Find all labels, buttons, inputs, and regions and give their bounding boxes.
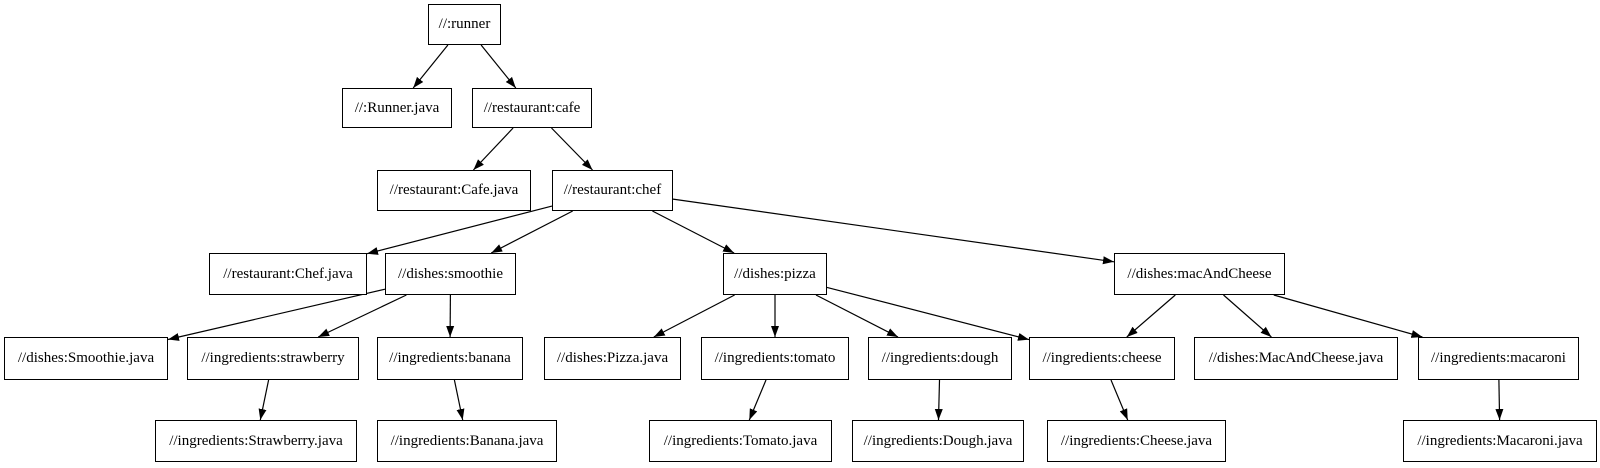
edge-macaroni-to-macaroni-java bbox=[1495, 379, 1504, 421]
node-label: //dishes:MacAndCheese.java bbox=[1208, 350, 1384, 366]
graph-node-tomato: //ingredients:tomato bbox=[701, 337, 849, 380]
node-label: //ingredients:banana bbox=[389, 350, 511, 366]
edge-chef-to-smoothie bbox=[490, 210, 573, 254]
graph-node-banana-java: //ingredients:Banana.java bbox=[377, 420, 557, 462]
graph-node-smoothie: //dishes:smoothie bbox=[385, 253, 516, 295]
graph-node-smoothie-java: //dishes:Smoothie.java bbox=[4, 337, 168, 380]
node-label: //ingredients:tomato bbox=[714, 350, 836, 366]
edge-strawberry-to-strawberry-java bbox=[258, 379, 270, 421]
graph-node-tomato-java: //ingredients:Tomato.java bbox=[649, 420, 832, 462]
graph-node-pizza-java: //dishes:Pizza.java bbox=[544, 337, 681, 380]
node-label: //ingredients:Macaroni.java bbox=[1417, 432, 1583, 449]
node-label: //ingredients:dough bbox=[881, 350, 999, 366]
graph-node-macaroni: //ingredients:macaroni bbox=[1418, 337, 1579, 380]
edge-smoothie-to-strawberry bbox=[317, 294, 407, 338]
graph-node-macaroni-java: //ingredients:Macaroni.java bbox=[1403, 420, 1597, 462]
edge-smoothie-to-smoothie-java bbox=[167, 288, 386, 341]
edge-macandcheese-to-macaroni bbox=[1273, 294, 1423, 338]
node-label: //ingredients:cheese bbox=[1042, 350, 1162, 366]
node-label: //dishes:Smoothie.java bbox=[17, 350, 155, 366]
edge-runner-to-runner-java bbox=[412, 44, 449, 89]
edge-macandcheese-to-cheese bbox=[1126, 294, 1176, 338]
graph-node-pizza: //dishes:pizza bbox=[723, 253, 827, 295]
graph-node-dough-java: //ingredients:Dough.java bbox=[852, 420, 1024, 462]
node-label: //ingredients:Cheese.java bbox=[1060, 432, 1213, 449]
edge-cheese-to-cheese-java bbox=[1110, 379, 1129, 421]
edge-chef-to-macandcheese bbox=[672, 198, 1115, 265]
edge-runner-to-cafe bbox=[480, 44, 517, 89]
node-label: //ingredients:Dough.java bbox=[863, 432, 1013, 449]
node-label: //dishes:Pizza.java bbox=[556, 350, 669, 366]
graph-node-dough: //ingredients:dough bbox=[868, 337, 1012, 380]
node-label: //dishes:pizza bbox=[734, 265, 816, 282]
edge-cafe-to-cafe-java bbox=[472, 127, 514, 171]
edge-banana-to-banana-java bbox=[453, 379, 465, 421]
graph-node-cheese-java: //ingredients:Cheese.java bbox=[1047, 420, 1226, 462]
graph-node-chef-java: //restaurant:Chef.java bbox=[209, 253, 367, 295]
graph-node-runner-java: //:Runner.java bbox=[342, 88, 452, 128]
edge-cafe-to-chef bbox=[551, 127, 593, 171]
graph-node-chef: //restaurant:chef bbox=[552, 170, 673, 211]
graph-node-cheese: //ingredients:cheese bbox=[1029, 337, 1175, 380]
graph-node-runner: //:runner bbox=[428, 4, 501, 45]
node-label: //dishes:macAndCheese bbox=[1127, 265, 1272, 282]
edge-dough-to-dough-java bbox=[934, 379, 943, 421]
edge-pizza-to-cheese bbox=[826, 286, 1030, 341]
graph-node-cafe: //restaurant:cafe bbox=[472, 88, 592, 128]
node-label: //ingredients:Strawberry.java bbox=[169, 432, 343, 449]
graph-node-macandcheese-java: //dishes:MacAndCheese.java bbox=[1194, 337, 1398, 380]
edge-pizza-to-dough bbox=[815, 294, 899, 338]
node-label: //ingredients:macaroni bbox=[1431, 350, 1566, 366]
edge-tomato-to-tomato-java bbox=[748, 379, 767, 421]
node-label: //:Runner.java bbox=[354, 99, 440, 116]
node-label: //restaurant:chef bbox=[563, 182, 662, 198]
graph-node-banana: //ingredients:banana bbox=[377, 337, 523, 380]
edge-macandcheese-to-macandcheese-java bbox=[1223, 294, 1272, 338]
graph-node-macandcheese: //dishes:macAndCheese bbox=[1114, 253, 1285, 295]
edge-pizza-to-pizza-java bbox=[653, 294, 735, 338]
node-label: //restaurant:cafe bbox=[483, 99, 581, 116]
edge-group bbox=[167, 44, 1504, 421]
graph-node-cafe-java: //restaurant:Cafe.java bbox=[377, 170, 531, 211]
node-label: //restaurant:Cafe.java bbox=[389, 182, 519, 198]
graph-node-strawberry-java: //ingredients:Strawberry.java bbox=[155, 420, 357, 462]
node-label: //restaurant:Chef.java bbox=[223, 265, 353, 282]
node-label: //ingredients:strawberry bbox=[201, 350, 345, 366]
graph-node-strawberry: //ingredients:strawberry bbox=[187, 337, 359, 380]
node-label: //ingredients:Banana.java bbox=[390, 432, 544, 449]
node-label: //ingredients:Tomato.java bbox=[663, 432, 818, 449]
edge-chef-to-chef-java bbox=[366, 205, 553, 255]
node-label: //:runner bbox=[438, 16, 491, 32]
edge-chef-to-pizza bbox=[652, 210, 735, 254]
node-label: //dishes:smoothie bbox=[398, 265, 503, 282]
